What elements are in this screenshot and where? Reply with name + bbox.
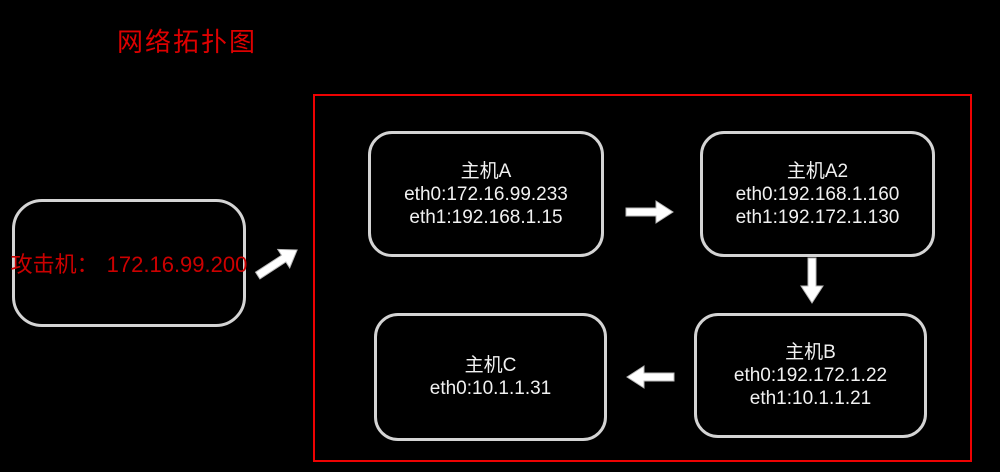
host-b-name: 主机B	[785, 342, 836, 363]
arrow-up-right-icon	[254, 248, 298, 280]
attacker-label: 攻击机： 172.16.99.200	[11, 247, 248, 279]
node-host-a: 主机A eth0:172.16.99.233 eth1:192.168.1.15	[368, 131, 604, 257]
host-a2-eth0: eth0:192.168.1.160	[735, 183, 900, 205]
host-a2-eth1: eth1:192.172.1.130	[735, 206, 900, 228]
host-a-eth0: eth0:172.16.99.233	[404, 183, 568, 205]
page-title: 网络拓扑图	[117, 27, 258, 57]
attacker-ip: 172.16.99.200	[106, 252, 248, 277]
arrow-right-icon	[625, 200, 674, 224]
attacker-name: 攻击机：	[10, 252, 99, 277]
host-b-eth0: eth0:192.172.1.22	[733, 365, 888, 386]
node-host-a2: 主机A2 eth0:192.168.1.160 eth1:192.172.1.1…	[700, 131, 935, 257]
node-host-b: 主机B eth0:192.172.1.22 eth1:10.1.1.21	[694, 313, 927, 438]
host-a-name: 主机A	[460, 160, 512, 182]
node-host-c: 主机C eth0:10.1.1.31	[374, 313, 607, 441]
host-c-eth0: eth0:10.1.1.31	[429, 378, 552, 399]
host-a2-name: 主机A2	[786, 160, 849, 182]
arrow-down-icon	[800, 257, 824, 304]
host-c-name: 主机C	[464, 355, 517, 376]
topology-frame	[313, 94, 972, 462]
arrow-left-icon	[626, 365, 675, 389]
host-a-eth1: eth1:192.168.1.15	[409, 206, 563, 228]
node-attacker: 攻击机： 172.16.99.200	[11, 199, 248, 327]
host-b-eth1: eth1:10.1.1.21	[749, 388, 872, 409]
